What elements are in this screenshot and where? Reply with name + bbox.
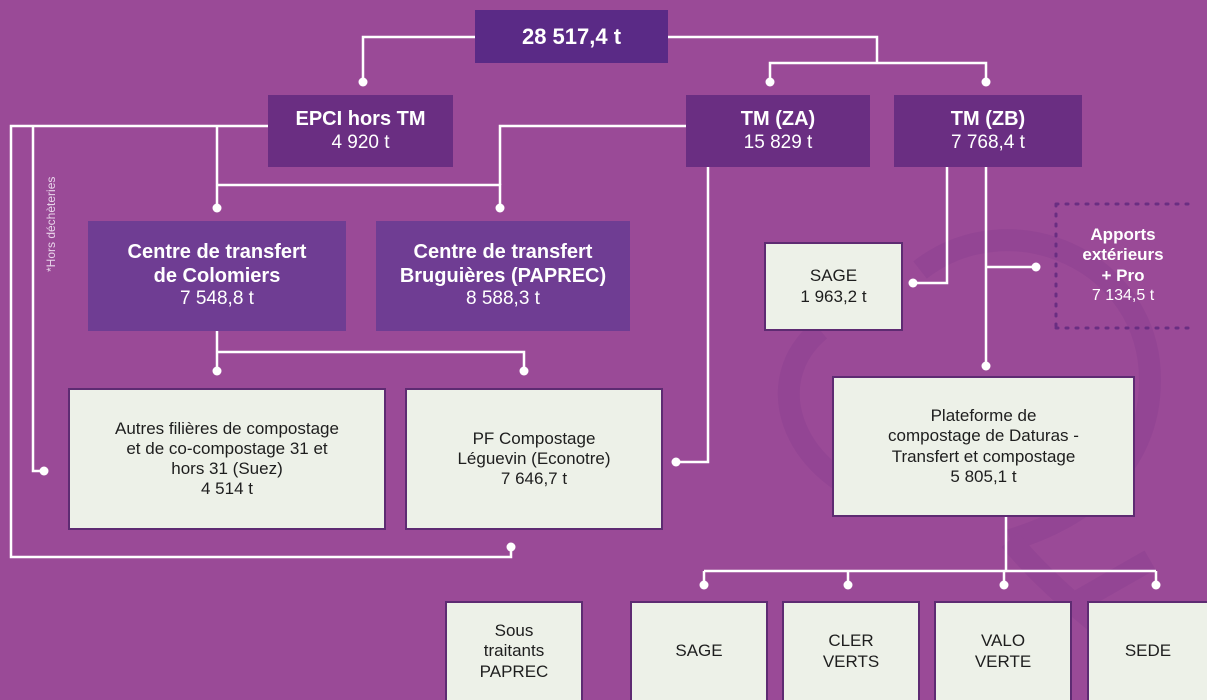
- leguevin-line2: Léguevin (Econotre): [457, 448, 611, 468]
- sage-output-node: SAGE: [630, 601, 768, 700]
- pf-compostage-leguevin-node: PF Compostage Léguevin (Econotre) 7 646,…: [405, 388, 663, 530]
- sous-traitants-line2: traitants: [483, 641, 545, 661]
- sage-name: SAGE: [809, 266, 858, 286]
- daturas-value: 5 805,1 t: [950, 466, 1017, 486]
- sede-label: SEDE: [1124, 641, 1172, 661]
- valo-verte-line1: VALO: [980, 631, 1026, 651]
- colomiers-name-line1: Centre de transfert: [127, 241, 307, 264]
- apports-value: 7 134,5 t: [1091, 286, 1155, 304]
- autres-line1: Autres filières de compostage: [115, 418, 339, 438]
- tm-za-node: TM (ZA) 15 829 t: [686, 95, 870, 167]
- valo-verte-node: VALO VERTE: [934, 601, 1072, 700]
- centre-transfert-colomiers-node: Centre de transfert de Colomiers 7 548,8…: [88, 221, 346, 331]
- leguevin-line1: PF Compostage: [472, 428, 596, 448]
- sede-node: SEDE: [1087, 601, 1207, 700]
- autres-filieres-node: Autres filières de compostage et de co-c…: [68, 388, 386, 530]
- tm-zb-name: TM (ZB): [950, 108, 1026, 130]
- daturas-line1: Plateforme de: [930, 406, 1037, 426]
- apports-line1: Apports: [1090, 224, 1156, 244]
- autres-value: 4 514 t: [201, 479, 253, 499]
- valo-verte-line2: VERTE: [974, 651, 1032, 671]
- epci-hors-tm-node: EPCI hors TM 4 920 t: [268, 95, 453, 167]
- autres-line2: et de co-compostage 31 et: [126, 438, 328, 458]
- cler-verts-line1: CLER: [828, 631, 874, 651]
- plateforme-daturas-node: Plateforme de compostage de Daturas - Tr…: [832, 376, 1135, 517]
- daturas-line2: compostage de Daturas -: [888, 426, 1079, 446]
- centre-transfert-bruguieres-node: Centre de transfert Bruguières (PAPREC) …: [376, 221, 630, 331]
- bruguieres-name-line2: Bruguières (PAPREC): [399, 264, 607, 287]
- sage-node: SAGE 1 963,2 t: [764, 242, 903, 331]
- apports-line3: + Pro: [1101, 265, 1145, 285]
- sous-traitants-line1: Sous: [494, 621, 534, 641]
- colomiers-value: 7 548,8 t: [180, 288, 254, 310]
- bruguieres-name-line1: Centre de transfert: [413, 241, 593, 264]
- bruguieres-value: 8 588,3 t: [466, 288, 540, 310]
- apports-line2: extérieurs: [1082, 245, 1164, 265]
- cler-verts-line2: VERTS: [822, 651, 880, 671]
- tm-zb-node: TM (ZB) 7 768,4 t: [894, 95, 1082, 167]
- colomiers-name-line2: de Colomiers: [153, 264, 281, 287]
- root-total-value: 28 517,4 t: [521, 23, 622, 49]
- apports-exterieurs-node: Apports extérieurs + Pro 7 134,5 t: [1056, 202, 1190, 328]
- sous-traitants-line3: PAPREC: [479, 661, 549, 681]
- epci-name: EPCI hors TM: [295, 108, 426, 130]
- autres-line3: hors 31 (Suez): [171, 459, 283, 478]
- tm-za-name: TM (ZA): [740, 108, 816, 130]
- daturas-line3: Transfert et compostage: [891, 446, 1076, 466]
- hors-decheteries-note: *Hors déchèteries: [44, 176, 58, 272]
- tm-za-value: 15 829 t: [743, 131, 813, 153]
- sage-value: 1 963,2 t: [800, 286, 867, 306]
- leguevin-value: 7 646,7 t: [500, 469, 568, 489]
- sage-output-label: SAGE: [675, 641, 723, 661]
- tm-zb-value: 7 768,4 t: [951, 131, 1025, 153]
- epci-value: 4 920 t: [331, 131, 390, 153]
- apports-dotted-border: [1054, 202, 1198, 330]
- cler-verts-node: CLER VERTS: [782, 601, 920, 700]
- root-total-node: 28 517,4 t: [475, 10, 668, 63]
- sous-traitants-paprec-node: Sous traitants PAPREC: [445, 601, 583, 700]
